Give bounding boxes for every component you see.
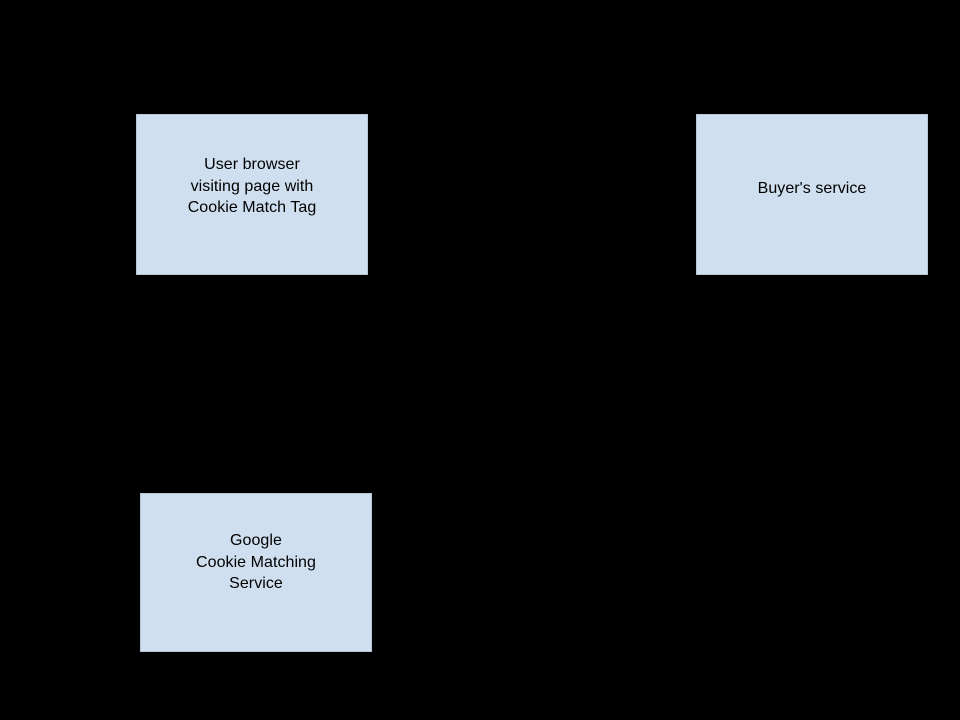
node-user-browser[interactable]: User browser visiting page with Cookie M… [136, 114, 368, 275]
node-user-browser-label: User browser visiting page with Cookie M… [187, 156, 317, 217]
node-buyers-service-label: Buyer's service [757, 179, 867, 197]
node-buyers-service[interactable]: Buyer's service [696, 114, 928, 275]
node-google-cookie-matching-service[interactable]: Google Cookie Matching Service [140, 493, 372, 652]
node-google-cookie-matching-service-label: Google Cookie Matching Service [196, 532, 316, 593]
